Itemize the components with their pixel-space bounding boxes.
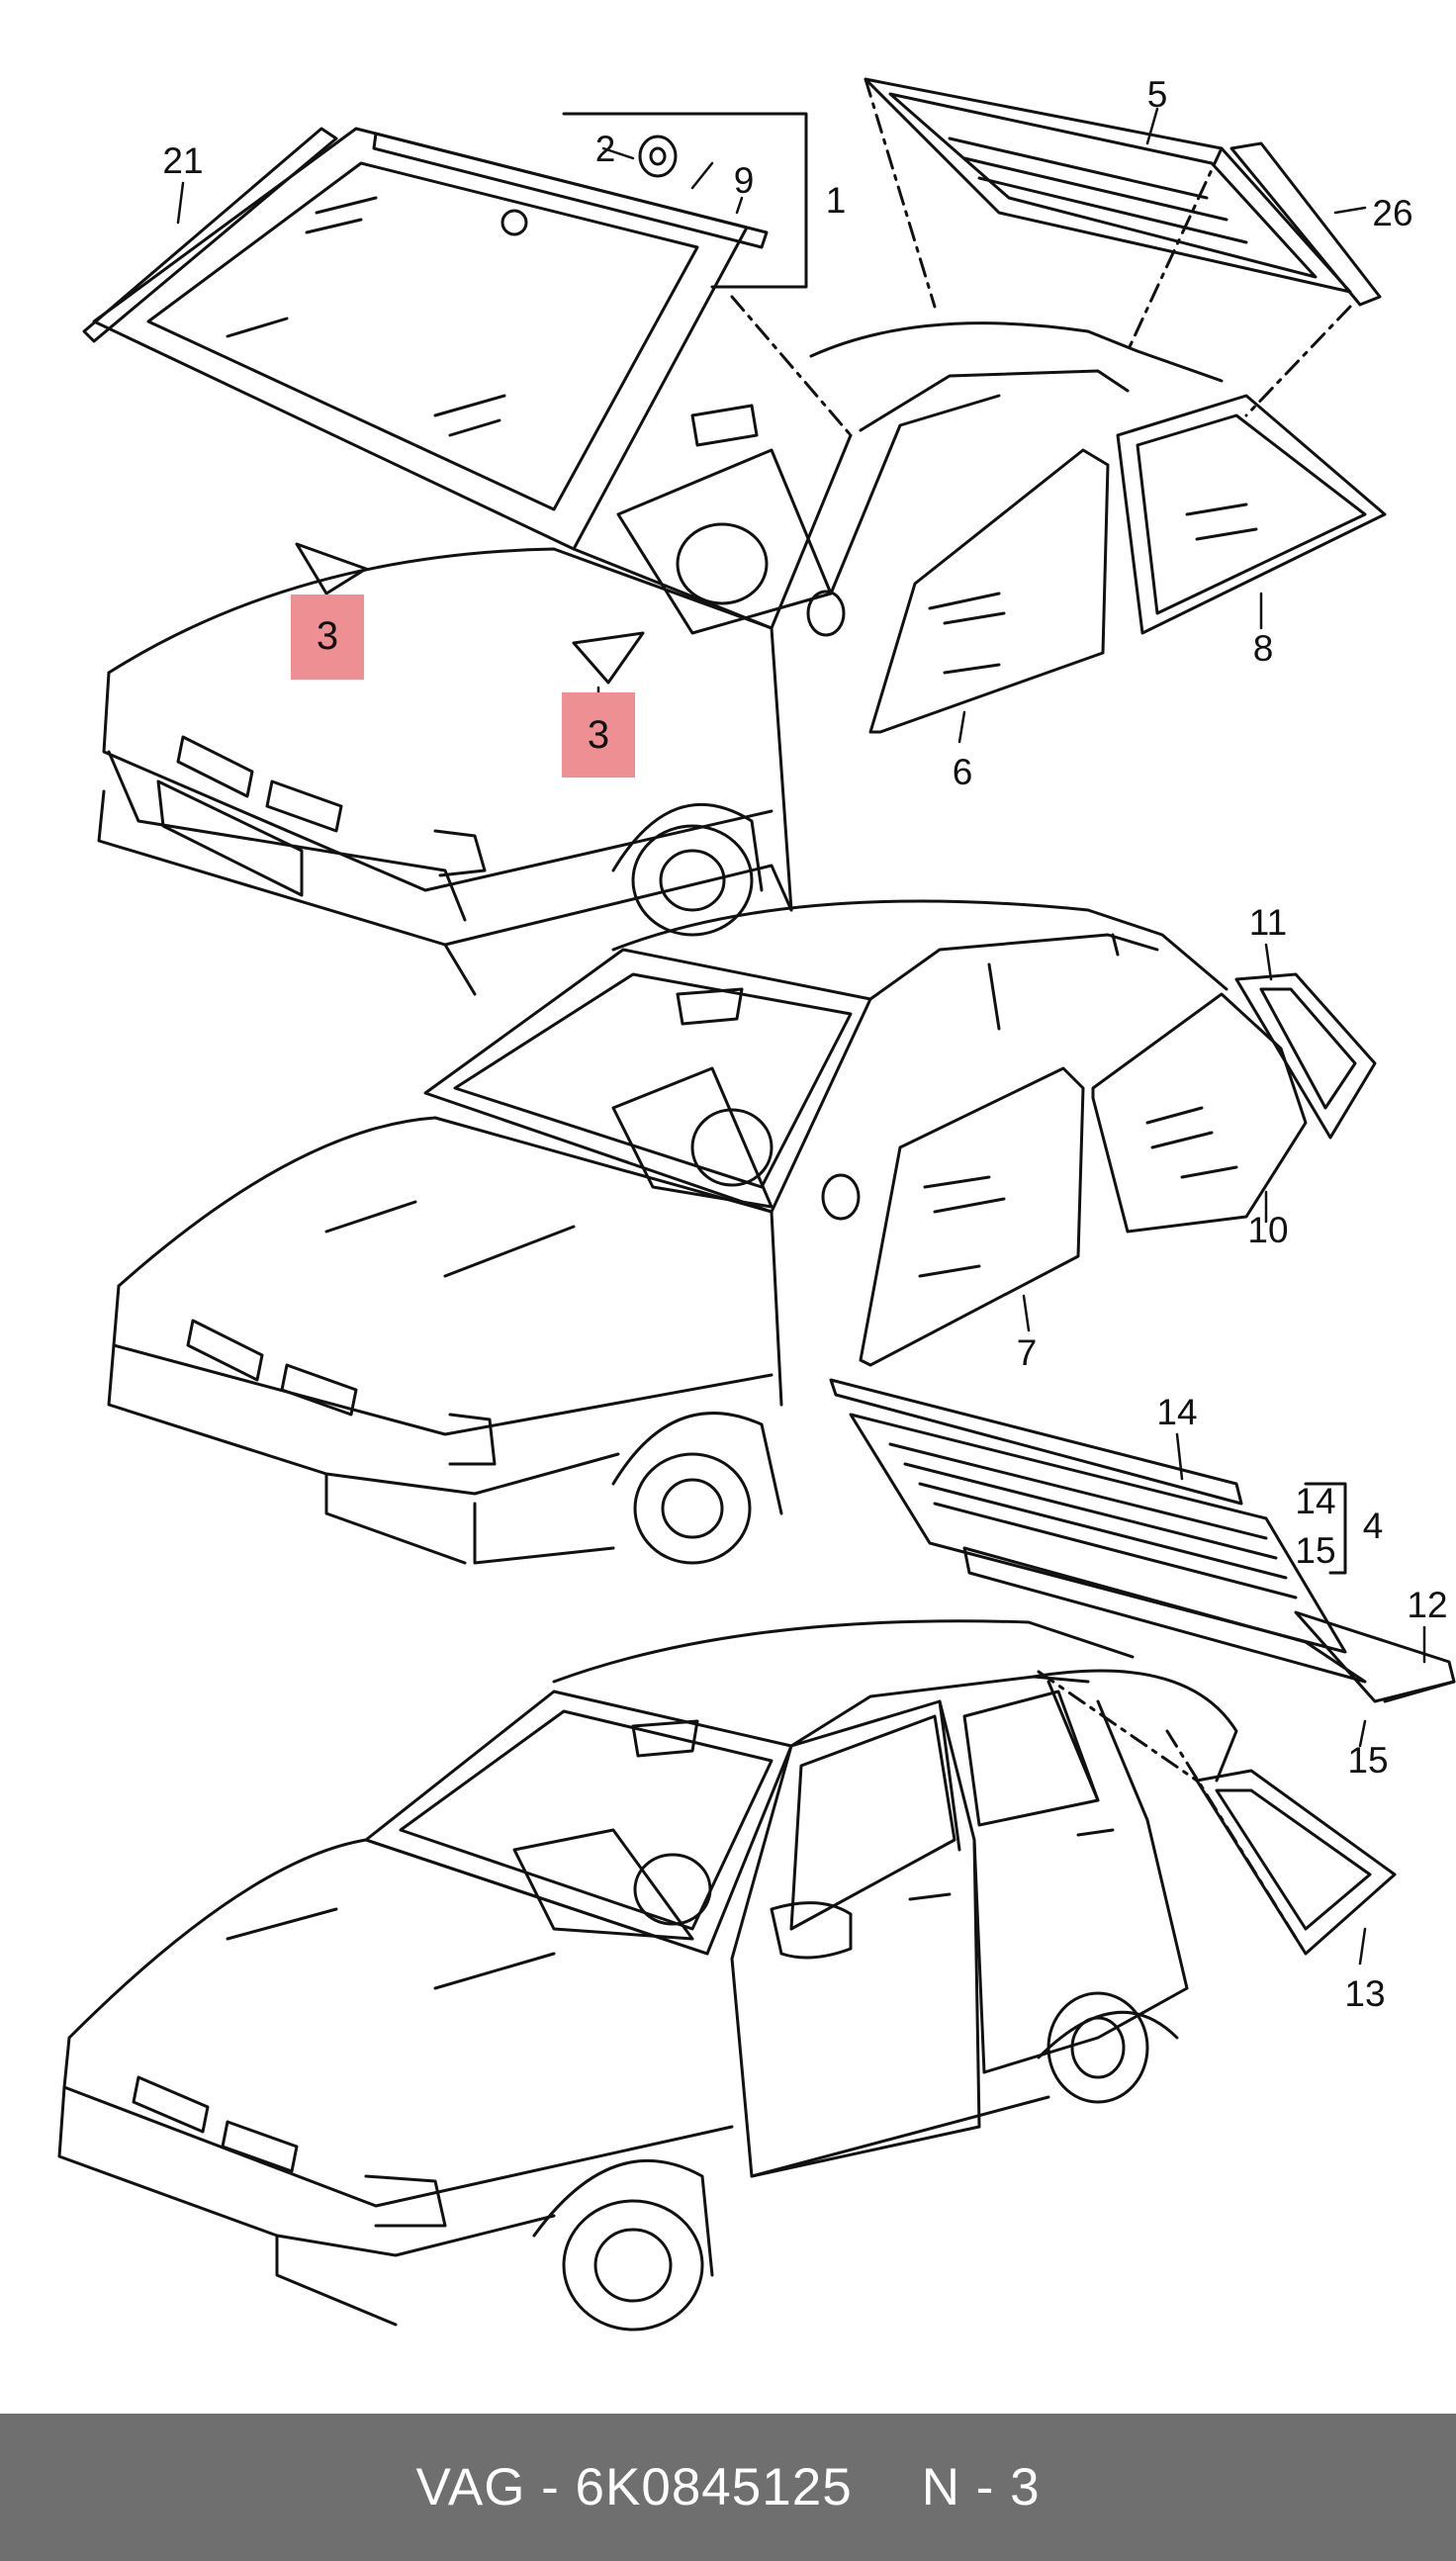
- callout-21: 21: [162, 140, 203, 181]
- callout-8: 8: [1253, 628, 1274, 669]
- callout-26: 26: [1372, 193, 1412, 233]
- part-number-footer: VAG - 6K0845125 N - 3: [0, 2414, 1456, 2561]
- callout-13: 13: [1344, 1973, 1385, 2014]
- part-number-text: VAG - 6K0845125: [415, 2458, 853, 2516]
- estate-car-illustration: [107, 899, 1377, 1565]
- callout-11: 11: [1249, 902, 1287, 943]
- callout-1: 1: [826, 180, 847, 221]
- saloon-car-illustration: [57, 1619, 1397, 2332]
- callout-15-bracket: 15: [1295, 1530, 1335, 1571]
- callout-14: 14: [1156, 1392, 1197, 1432]
- callout-5: 5: [1147, 74, 1168, 115]
- position-number-text: N - 3: [921, 2458, 1041, 2516]
- callout-2: 2: [595, 129, 616, 169]
- callout-3-left: 3: [317, 614, 338, 658]
- callout-7: 7: [1017, 1332, 1038, 1373]
- hatchback-car-illustration: [82, 77, 1387, 996]
- callout-12: 12: [1407, 1585, 1447, 1625]
- callout-14-bracket: 14: [1295, 1481, 1335, 1521]
- callout-9: 9: [734, 160, 755, 201]
- highlight-box-3-left: [291, 595, 364, 680]
- highlight-box-3-right: [562, 692, 635, 777]
- parts-diagram: 3 3 21 2 9 1 5 26 6 8 11 10 7 14 14 15 4…: [57, 74, 1456, 2332]
- callout-leader-lines: [176, 107, 1426, 1966]
- callout-6: 6: [953, 752, 973, 792]
- callout-15: 15: [1347, 1740, 1388, 1781]
- callout-10: 10: [1247, 1210, 1288, 1250]
- callout-4: 4: [1363, 1506, 1384, 1546]
- rear-window-seal-illustration: [829, 1378, 1456, 1703]
- callout-labels: 21 2 9 1 5 26 6 8 11 10 7 14 14 15 4 12 …: [162, 74, 1447, 2014]
- callout-3-right: 3: [588, 713, 609, 757]
